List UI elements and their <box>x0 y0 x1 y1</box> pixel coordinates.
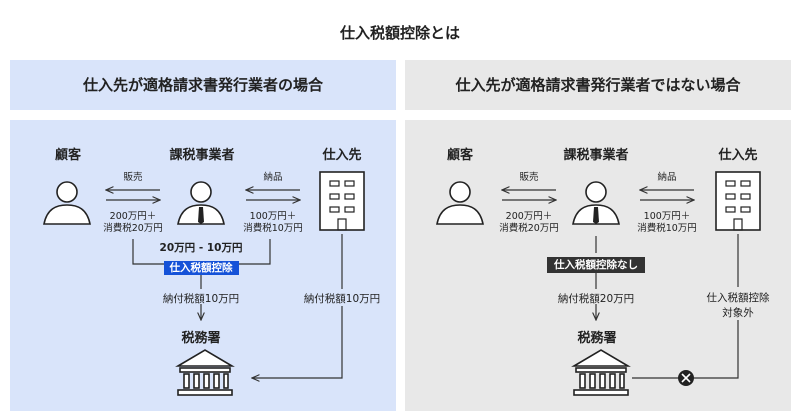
tie-icon <box>198 207 204 224</box>
supplier-tax-arrow <box>252 306 343 378</box>
sales-label: 販売 <box>519 172 539 183</box>
customer-person-icon <box>436 181 484 225</box>
supplier-note-1: 仕入税額控除 <box>706 292 770 304</box>
sales-tax: 消費税20万円 <box>499 223 559 234</box>
tax-office-label: 税務署 <box>577 331 617 346</box>
tax-office-icon <box>571 349 631 396</box>
right-header: 仕入先が適格請求書発行業者ではない場合 <box>405 60 791 110</box>
supplier-label: 仕入先 <box>322 148 362 163</box>
customer-label: 顧客 <box>446 148 473 163</box>
business-label: 課税事業者 <box>563 148 629 163</box>
delivery-tax: 消費税10万円 <box>637 223 697 234</box>
left-header: 仕入先が適格請求書発行業者の場合 <box>10 60 396 110</box>
delivery-tax: 消費税10万円 <box>243 223 303 234</box>
no-credit-badge: 仕入税額控除なし <box>547 257 645 273</box>
customer-label: 顧客 <box>54 148 81 163</box>
sales-label: 販売 <box>123 172 143 183</box>
calc-text: 20万円 - 10万円 <box>159 242 243 254</box>
sales-amount: 200万円＋ <box>505 211 553 222</box>
delivery-label: 納品 <box>657 172 677 183</box>
business-tax-text: 納付税額20万円 <box>557 293 635 305</box>
supplier-tax-text: 納付税額10万円 <box>303 293 381 305</box>
building-icon <box>319 171 365 231</box>
sales-tax: 消費税20万円 <box>103 223 163 234</box>
tax-office-label: 税務署 <box>181 331 221 346</box>
delivery-amount: 100万円＋ <box>643 211 691 222</box>
building-icon <box>715 171 761 231</box>
customer-person-icon <box>43 181 91 225</box>
delivery-label: 納品 <box>263 172 283 183</box>
delivery-amount: 100万円＋ <box>249 211 297 222</box>
tax-office-icon <box>175 349 235 396</box>
credit-badge: 仕入税額控除 <box>163 261 239 275</box>
business-label: 課税事業者 <box>169 148 235 163</box>
blocked-x-icon <box>678 370 694 386</box>
tie-icon <box>593 207 599 224</box>
page-title: 仕入税額控除とは <box>339 24 460 42</box>
supplier-line-blocked <box>632 320 739 379</box>
supplier-note-2: 対象外 <box>722 307 754 319</box>
business-tax-text: 納付税額10万円 <box>162 293 240 305</box>
supplier-label: 仕入先 <box>718 148 758 163</box>
sales-amount: 200万円＋ <box>109 211 157 222</box>
